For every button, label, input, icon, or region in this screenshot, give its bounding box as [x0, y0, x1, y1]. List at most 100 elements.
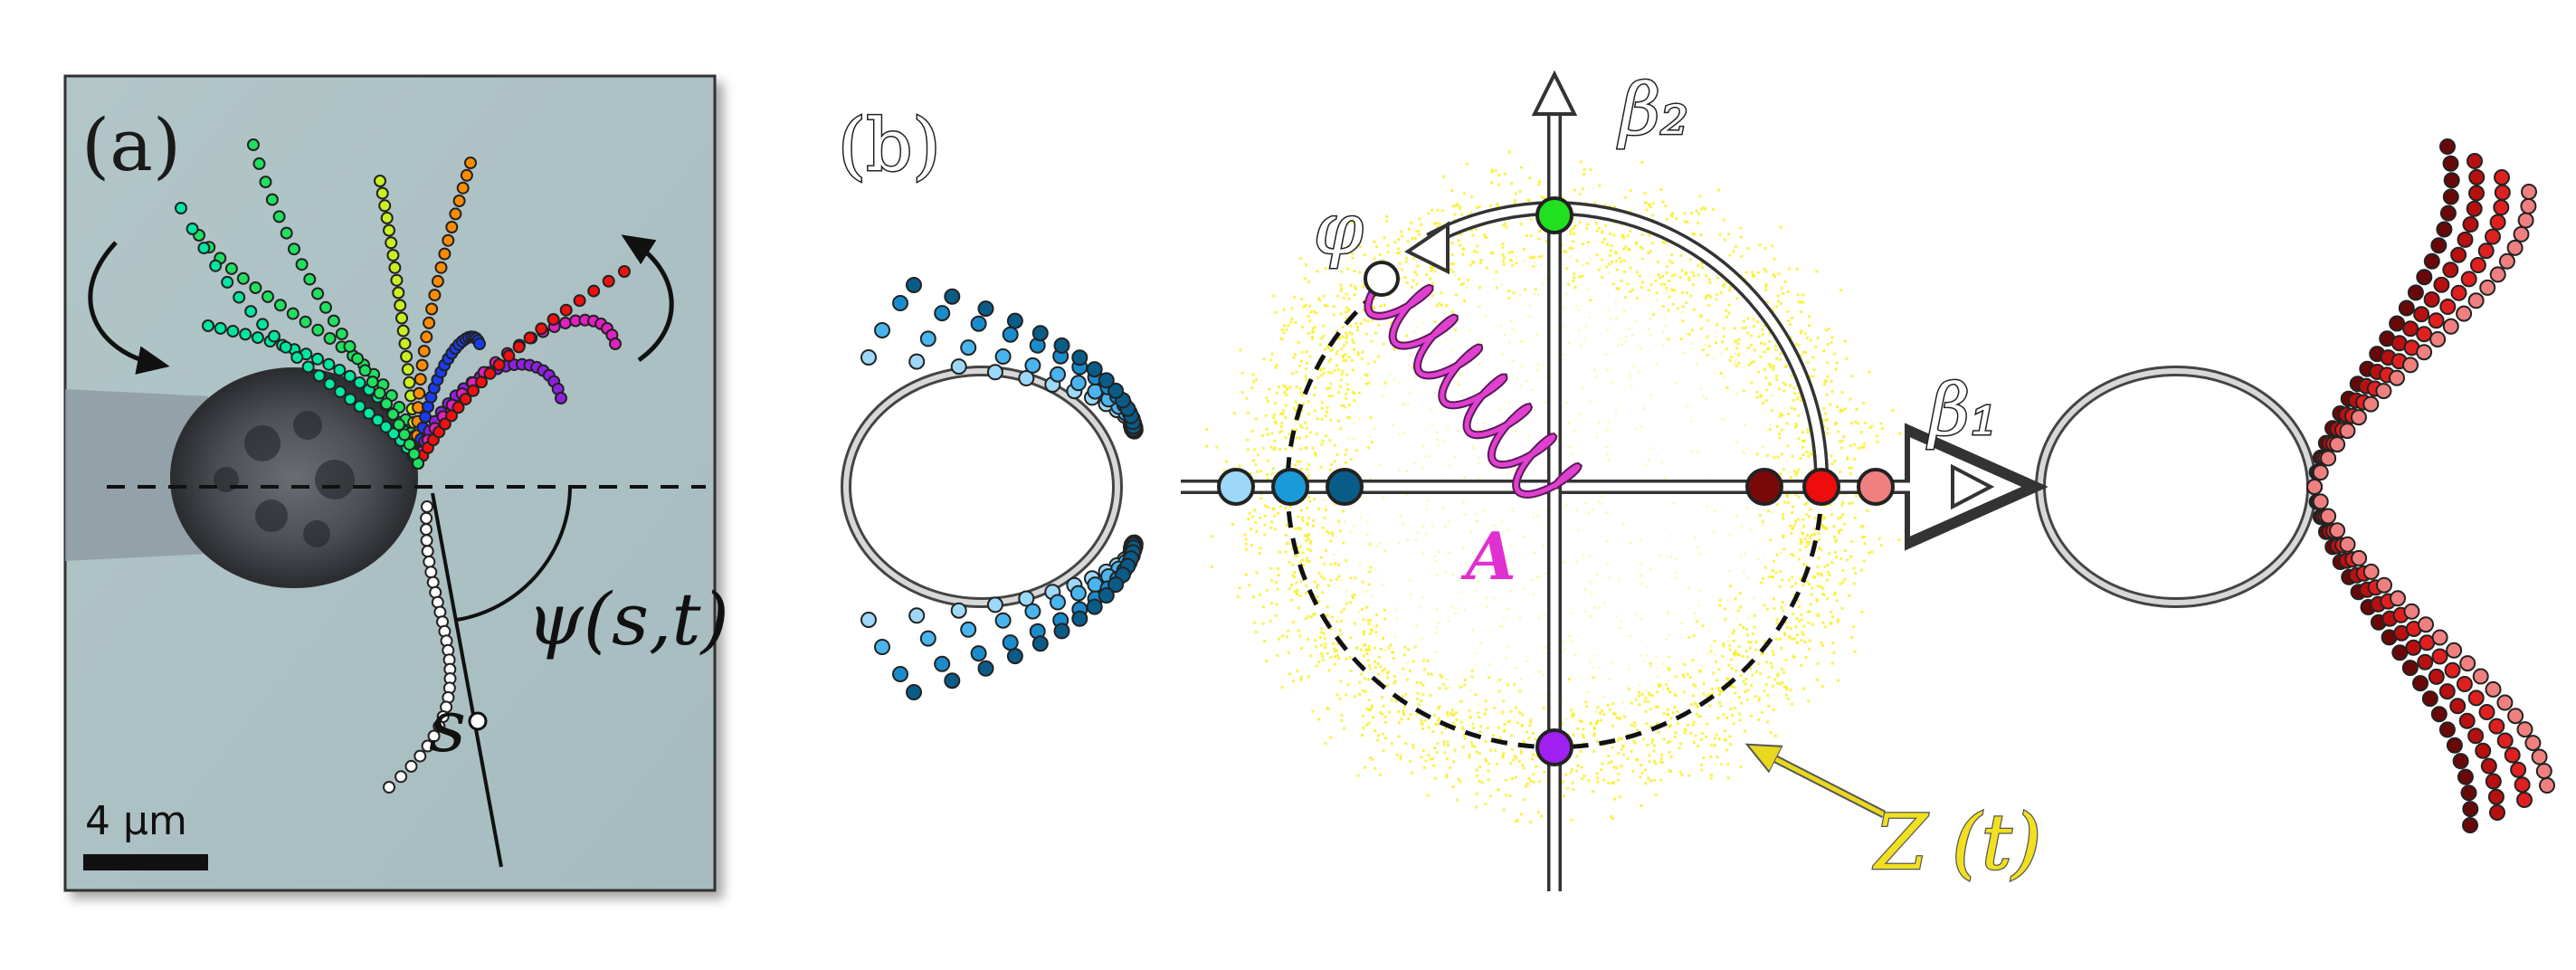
right-flagellum-point: [2417, 653, 2434, 670]
waveform-point: [385, 236, 398, 250]
right-flagellum-point: [2391, 644, 2409, 661]
right-flagellum-point: [2320, 450, 2337, 467]
point-bottom: [1535, 728, 1573, 766]
waveform-point: [251, 331, 264, 345]
left-flagellum-point: [919, 330, 936, 347]
right-flagellum-point: [2456, 676, 2473, 692]
waveform-point: [301, 360, 315, 374]
trace-point: [427, 729, 441, 743]
point-right-dark: [1745, 468, 1783, 506]
right-flagellum-point: [2468, 168, 2486, 185]
waveform-point: [425, 302, 439, 316]
right-flagellum-point: [2429, 331, 2447, 347]
waveform-point: [175, 202, 187, 214]
left-flagellum-point: [906, 684, 922, 700]
right-flagellum-point: [2431, 629, 2448, 646]
right-flagellum-point: [2457, 231, 2474, 248]
left-flagellum-point: [1098, 587, 1115, 604]
right-flagellum-point: [2416, 344, 2433, 361]
right-flagellum-point: [2431, 648, 2448, 665]
phase-label: φ: [1314, 189, 1364, 271]
flagellum-waveforms: [175, 138, 631, 470]
waveform-point: [233, 290, 246, 304]
waveform-point: [475, 376, 488, 389]
waveform-point: [362, 406, 375, 420]
right-flagellum-point: [2443, 172, 2460, 189]
waveform-point: [523, 331, 537, 345]
waveform-point: [380, 211, 394, 224]
right-flagellum-point: [2524, 735, 2542, 752]
right-flagellum-point: [2430, 237, 2448, 254]
waveform-point: [401, 363, 414, 376]
waveform-point: [344, 393, 356, 406]
right-flagellum-point: [2516, 721, 2533, 738]
trace-point: [413, 749, 427, 763]
cell-body: [170, 367, 418, 588]
waveform-point: [256, 318, 270, 331]
left-flagellum-point: [977, 300, 994, 318]
right-flagellum-point: [2375, 383, 2392, 400]
left-flagellum-point: [934, 655, 951, 672]
left-flagellum-point: [1018, 590, 1035, 607]
waveform-point: [273, 299, 287, 312]
right-flagellum-point: [2472, 668, 2489, 685]
waveform-point: [396, 324, 410, 338]
panel-b: (b): [837, 69, 2555, 891]
waveform-point: [609, 338, 622, 350]
waveform-point: [303, 272, 317, 286]
right-flagellum-point: [2521, 184, 2537, 200]
right-flagellum-point: [2539, 777, 2555, 794]
waveform-point: [214, 321, 227, 335]
waveform-point: [386, 249, 400, 262]
waveform-point: [413, 373, 427, 386]
waveform-point: [452, 401, 465, 414]
left-flagellum-point: [977, 660, 994, 677]
amplitude-label: A: [1460, 518, 1516, 594]
right-flagellum-point: [2531, 748, 2548, 766]
right-flagellum-point: [2449, 698, 2467, 715]
right-flagellum-point: [2362, 395, 2380, 413]
waveform-point: [311, 323, 325, 337]
right-flagellum-point: [2460, 271, 2477, 288]
trace-point: [421, 545, 434, 558]
right-cell-flagella: [2306, 138, 2555, 833]
left-flagellum-point: [1002, 634, 1019, 651]
right-flagellum-point: [2312, 493, 2329, 510]
waveform-point: [473, 338, 486, 350]
phase-point-phi: [1364, 261, 1400, 297]
right-flagellum-point: [2428, 312, 2445, 329]
right-flagellum-point: [2438, 683, 2456, 700]
angle-arc: [456, 486, 572, 622]
phase-arc: [1426, 201, 1830, 488]
trace-point: [421, 739, 434, 753]
waveform-point: [371, 414, 385, 427]
right-flagellum-point: [2460, 785, 2477, 802]
panel-a: (a) ψ(s,t) s 4 µm: [63, 74, 729, 892]
waveform-point: [185, 222, 199, 235]
right-flagellum-point: [2462, 801, 2479, 818]
left-flagellum-point: [860, 349, 877, 366]
left-flagellum-point: [892, 295, 908, 311]
waveform-point: [327, 314, 340, 328]
micropipette: [65, 389, 208, 561]
waveform-point: [558, 317, 572, 329]
left-flagellum-point: [906, 277, 922, 293]
left-flagellum-point: [1024, 603, 1041, 620]
waveform-point: [358, 364, 372, 377]
right-flagellum-point: [2389, 315, 2406, 332]
waveform-point: [239, 328, 252, 341]
left-flagellum-point: [950, 358, 967, 376]
right-flagellum-point: [2339, 536, 2356, 553]
left-flagellum-point: [944, 288, 961, 305]
left-flagellum-point: [860, 612, 877, 628]
arc-length-marker: [468, 711, 488, 731]
waveform-point: [333, 364, 347, 376]
trace-point: [421, 500, 433, 513]
waveform-point: [618, 265, 631, 278]
right-flagellum-point: [2329, 522, 2346, 539]
waveform-point: [378, 199, 392, 213]
left-flagellum-point: [1053, 337, 1070, 354]
waveform-point: [249, 281, 262, 294]
right-flagellum-point: [2489, 214, 2506, 231]
waveform-point: [383, 223, 395, 237]
